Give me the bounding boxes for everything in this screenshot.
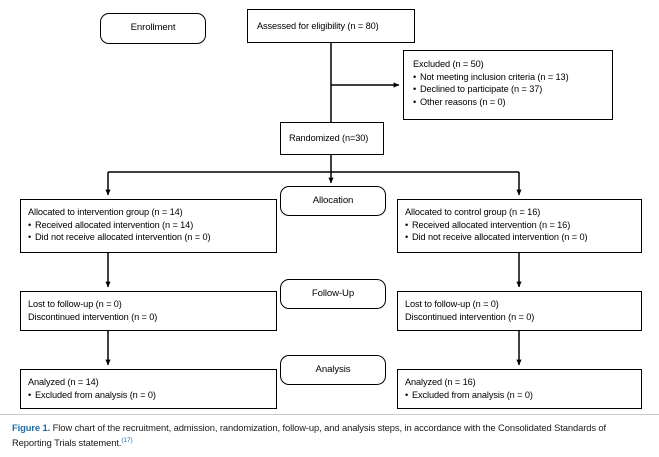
- followup-control-line: Lost to follow-up (n = 0): [405, 299, 499, 310]
- stage-label-allocation-text: Allocation: [312, 194, 354, 206]
- box-analysis-intervention: Analyzed (n = 14) Excluded from analysis…: [20, 369, 277, 409]
- allocation-intervention-item: Received allocated intervention (n = 14): [28, 219, 276, 232]
- randomized-text: Randomized (n=30): [289, 133, 369, 144]
- figure-caption: Figure 1. Flow chart of the recruitment,…: [12, 421, 648, 450]
- allocation-intervention-item: Did not receive allocated intervention (…: [28, 231, 276, 244]
- followup-intervention-line: Lost to follow-up (n = 0): [28, 299, 122, 310]
- figure-caption-text: Flow chart of the recruitment, admission…: [12, 422, 607, 449]
- allocation-control-item: Received allocated intervention (n = 16): [405, 219, 641, 232]
- allocation-intervention-title: Allocated to intervention group (n = 14): [28, 207, 183, 217]
- box-assessed-for-eligibility: Assessed for eligibility (n = 80): [247, 9, 415, 43]
- stage-label-follow-up-text: Follow-Up: [311, 287, 355, 299]
- followup-intervention-line: Discontinued intervention (n = 0): [28, 312, 158, 322]
- stage-label-follow-up: Follow-Up: [280, 279, 386, 309]
- analysis-intervention-title: Analyzed (n = 14): [28, 377, 99, 388]
- box-followup-control: Lost to follow-up (n = 0) Discontinued i…: [397, 291, 642, 331]
- excluded-reason: Declined to participate (n = 37): [413, 83, 612, 96]
- stage-label-analysis: Analysis: [280, 355, 386, 385]
- stage-label-enrollment: Enrollment: [100, 13, 206, 44]
- figure-caption-label: Figure 1.: [12, 422, 51, 433]
- assessed-for-eligibility-text: Assessed for eligibility (n = 80): [257, 20, 379, 31]
- stage-label-analysis-text: Analysis: [315, 363, 351, 375]
- box-allocation-control: Allocated to control group (n = 16) Rece…: [397, 199, 642, 253]
- analysis-control-item: Excluded from analysis (n = 0): [405, 389, 641, 402]
- box-excluded: Excluded (n = 50) Not meeting inclusion …: [403, 50, 613, 120]
- caption-divider-rule: [0, 414, 659, 415]
- box-followup-intervention: Lost to follow-up (n = 0) Discontinued i…: [20, 291, 277, 331]
- stage-label-allocation: Allocation: [280, 186, 386, 216]
- excluded-reason: Other reasons (n = 0): [413, 96, 612, 109]
- allocation-control-title: Allocated to control group (n = 16): [405, 207, 541, 217]
- box-randomized: Randomized (n=30): [280, 122, 384, 155]
- allocation-control-item: Did not receive allocated intervention (…: [405, 231, 641, 244]
- box-allocation-intervention: Allocated to intervention group (n = 14)…: [20, 199, 277, 253]
- stage-label-enrollment-text: Enrollment: [130, 22, 176, 34]
- box-analysis-control: Analyzed (n = 16) Excluded from analysis…: [397, 369, 642, 409]
- excluded-reason: Not meeting inclusion criteria (n = 13): [413, 71, 612, 84]
- analysis-intervention-item: Excluded from analysis (n = 0): [28, 389, 276, 402]
- followup-control-line: Discontinued intervention (n = 0): [405, 312, 535, 322]
- analysis-control-title: Analyzed (n = 16): [405, 377, 476, 388]
- figure-caption-reference: (17): [121, 437, 133, 445]
- excluded-title: Excluded (n = 50): [413, 59, 484, 69]
